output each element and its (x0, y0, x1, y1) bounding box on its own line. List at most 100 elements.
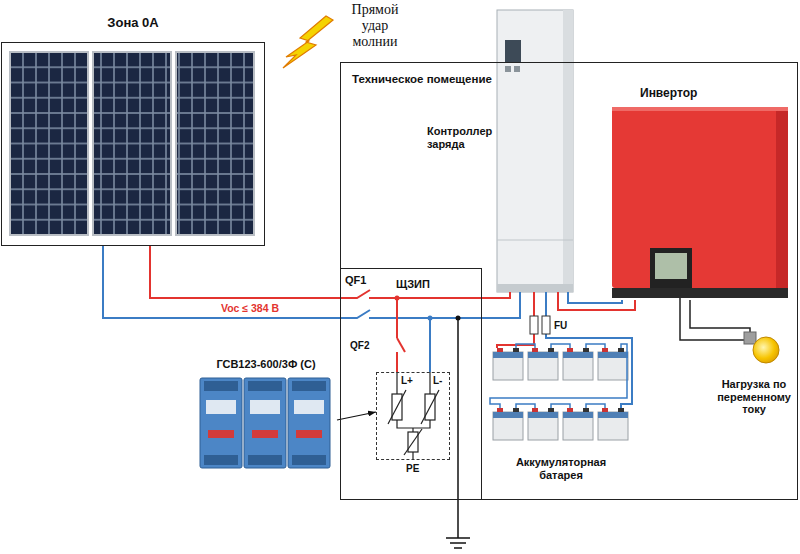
battery-cells (551, 344, 570, 348)
controller-cabinet (497, 240, 573, 241)
battery-cells (586, 404, 605, 408)
spd-modules (292, 381, 326, 391)
lamp-symbol (753, 337, 779, 363)
dc-wiring (482, 292, 520, 318)
pointer-arrow (337, 412, 376, 420)
varistor-symbol (421, 390, 439, 424)
ac-load: Нагрузка по переменному току (712, 318, 796, 422)
spd-modules (206, 400, 236, 414)
junction-dot (395, 296, 461, 321)
dc-wiring (497, 342, 534, 348)
pin-name: L+ (401, 375, 413, 387)
varistor-symbol (412, 452, 413, 460)
varistor-symbol (404, 429, 422, 455)
ground-symbol (454, 547, 462, 549)
spd-modules (200, 378, 330, 468)
product-label: ГСВ123-600/3Ф (С) (195, 358, 337, 371)
connector-layer (150, 246, 712, 420)
spd-modules (204, 455, 238, 465)
spd-modules (244, 378, 286, 468)
battery-cells (598, 408, 628, 440)
switch-name: QF1 (345, 274, 366, 287)
junction-dot (395, 296, 400, 301)
surge-arrester-box: L+ L- (376, 372, 450, 460)
fuse-symbol (530, 316, 550, 334)
spd-modules (294, 400, 324, 414)
pin-name: PE (406, 463, 419, 475)
inverter-body (776, 107, 788, 288)
dc-wiring (429, 318, 431, 372)
spd-modules (248, 381, 282, 391)
room-title: Техническое помещение (352, 73, 492, 86)
varistor-symbol (429, 372, 430, 394)
junction-dot (428, 316, 433, 321)
lamp-symbol (744, 332, 756, 344)
solar-panels (176, 52, 254, 235)
ground-symbol (457, 318, 459, 538)
spd-modules (252, 430, 278, 438)
pin-name: L- (433, 375, 442, 387)
ac-wiring (680, 298, 750, 340)
lamp-symbol (744, 332, 779, 363)
device-label: Инвертор (640, 87, 697, 101)
controller-cabinet (563, 10, 573, 292)
ac-wire (690, 300, 712, 328)
spd-modules (288, 378, 330, 468)
dc-wiring (396, 352, 398, 372)
zone-title: Зона 0А (2, 16, 264, 31)
device-label: Нагрузка по переменному току (712, 378, 796, 416)
dc-wire (558, 292, 635, 310)
inverter-body (655, 253, 687, 279)
lightning-bolt (283, 16, 333, 68)
spd-modules (200, 378, 242, 468)
device-label: Аккумуляторная батарея (508, 456, 614, 481)
varistor-symbol (412, 428, 413, 432)
panel-label: ЩЗИП (396, 278, 430, 291)
ground-symbol (446, 537, 470, 539)
dc-wiring (103, 246, 632, 408)
battery-cells (493, 408, 523, 440)
battery-cells (563, 348, 593, 380)
spd-modules (292, 455, 326, 465)
charge-controller: Контроллер заряда (425, 95, 575, 292)
battery-cells (516, 344, 535, 348)
spd-modules (204, 381, 238, 391)
fuse-name: FU (554, 320, 567, 332)
ac-wiring (680, 298, 744, 340)
solar-panels (10, 52, 88, 235)
dc-wiring (340, 310, 370, 318)
battery-cells (528, 408, 558, 440)
lightning-note: Прямой удар молнии (346, 2, 404, 50)
controller-cabinet (514, 66, 520, 72)
device-label: Контроллер заряда (427, 125, 495, 150)
spd-modules (208, 430, 234, 438)
controller-cabinet (497, 10, 573, 292)
inverter-body (612, 288, 788, 298)
ground-symbol (450, 542, 466, 544)
dc-wiring (369, 317, 482, 319)
battery-cells (528, 348, 558, 380)
dc-wiring (369, 297, 482, 299)
battery-cells (586, 344, 605, 348)
spd-modules (250, 400, 280, 414)
inverter-body (650, 248, 692, 288)
inverter-body (612, 107, 788, 298)
dc-wiring (396, 298, 398, 338)
dc-wiring (397, 338, 405, 352)
solar-panels (93, 52, 171, 235)
dc-wire (150, 246, 340, 298)
inverter-body (612, 107, 788, 111)
battery-cells (551, 404, 570, 408)
battery-cells (490, 344, 627, 408)
battery-cells (490, 344, 628, 440)
battery-bank: Аккумуляторная батарея (488, 342, 634, 488)
spd-product: ГСВ123-600/3Ф (С) (195, 358, 337, 472)
controller-cabinet (497, 10, 573, 292)
controller-cabinet (505, 40, 521, 62)
dc-wire (482, 292, 510, 298)
spd-modules (248, 455, 282, 465)
varistor-symbol (396, 372, 397, 394)
spd-modules (296, 430, 322, 438)
fuse-symbol (530, 316, 538, 334)
